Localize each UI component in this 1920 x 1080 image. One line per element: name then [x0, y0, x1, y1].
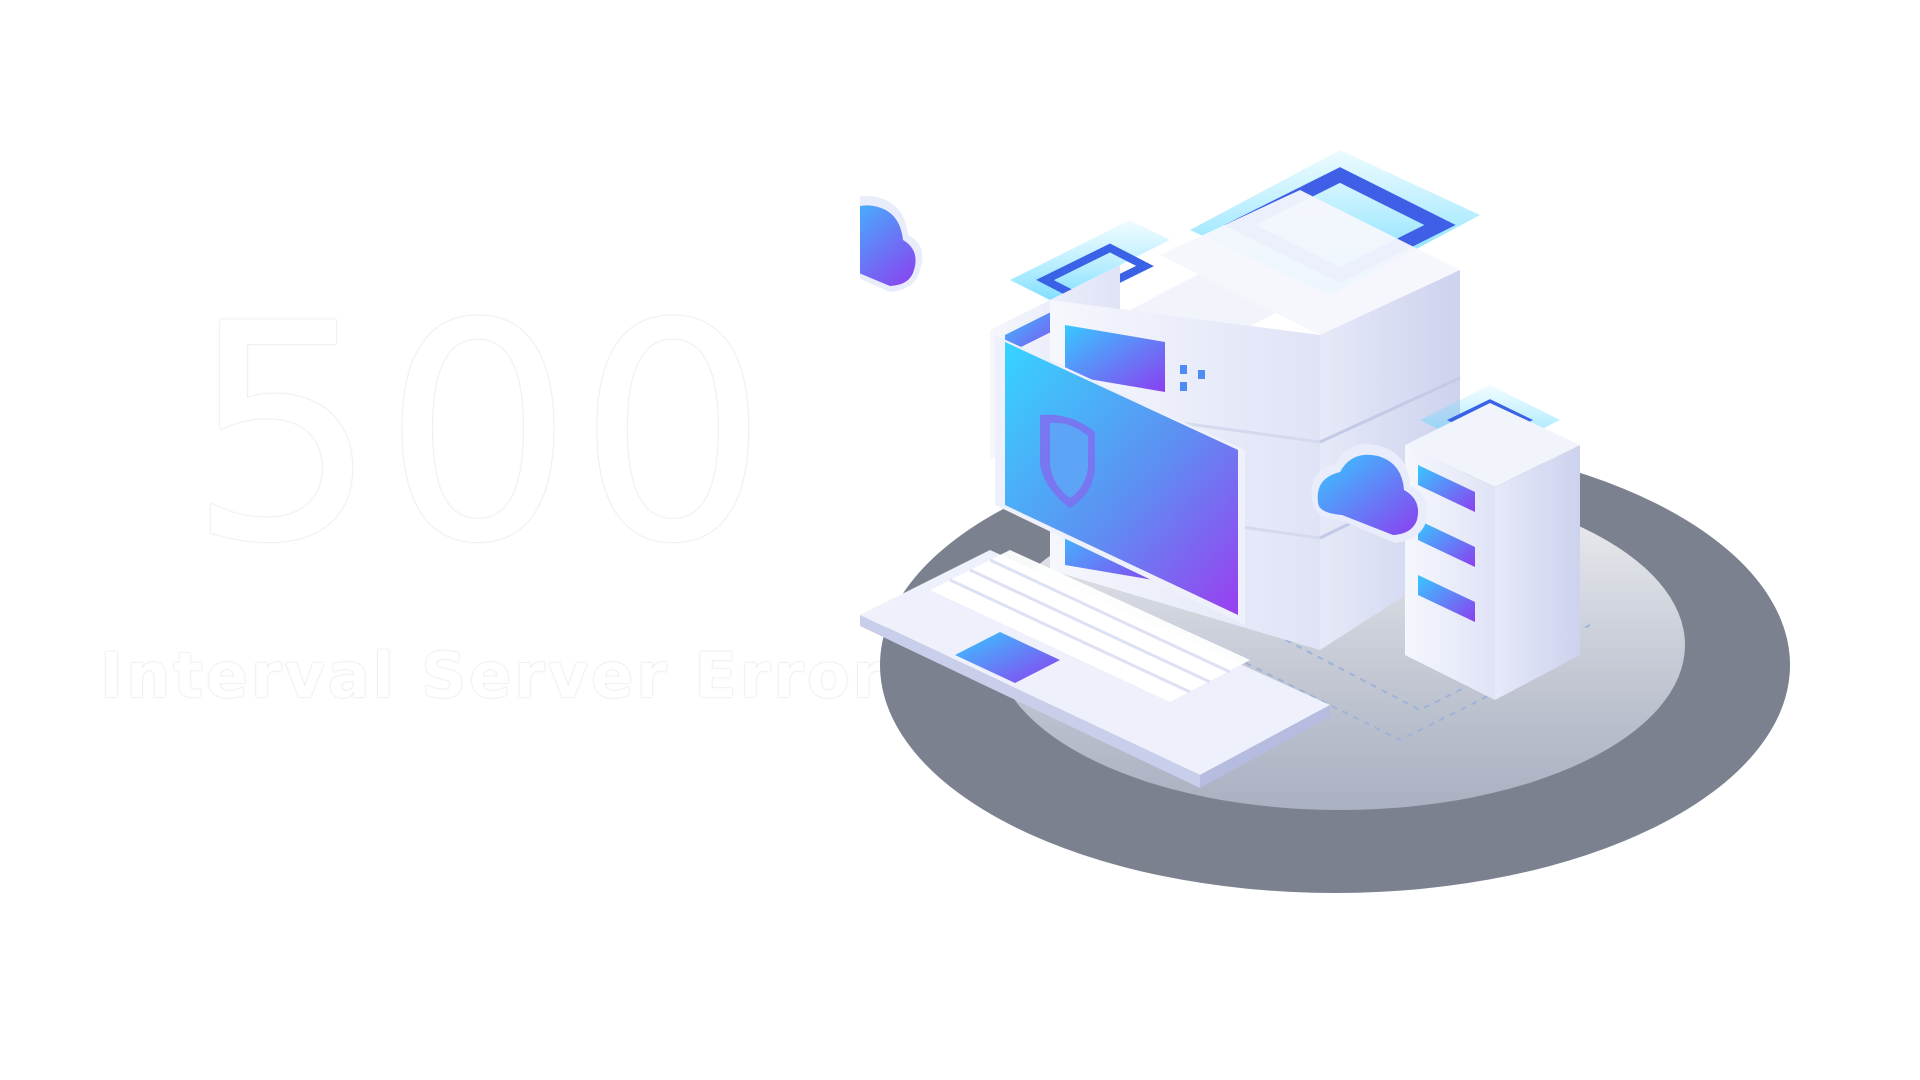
shield-icon: [1040, 414, 1095, 508]
error-message: Interval Server Error: [100, 639, 887, 712]
server-illustration: [860, 120, 1800, 940]
error-code: 500: [187, 260, 773, 609]
error-block: 500 Interval Server Error: [100, 260, 887, 712]
laptop-icon: [860, 335, 1330, 788]
cloud-icon: [860, 196, 923, 292]
cloud-icon: [1311, 444, 1428, 543]
server-icon: [1405, 385, 1580, 700]
